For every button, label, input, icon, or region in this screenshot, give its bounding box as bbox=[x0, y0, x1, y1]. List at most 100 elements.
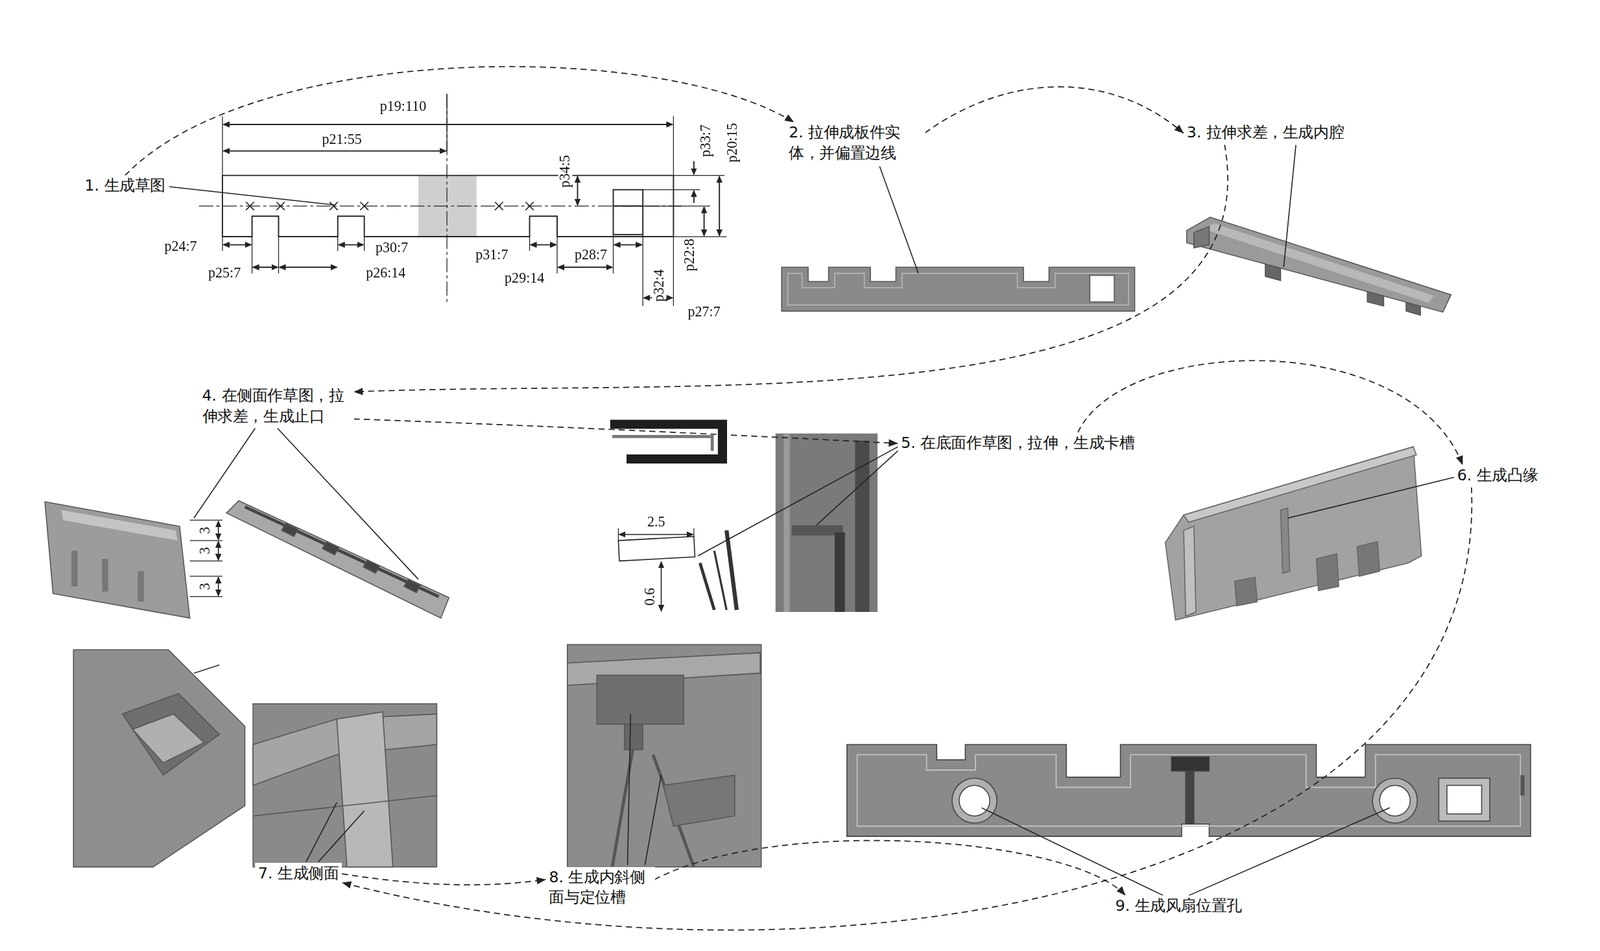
spigot-solid bbox=[190, 520, 223, 597]
flow-arrow bbox=[654, 841, 1126, 897]
sketch-drawing bbox=[642, 234, 674, 307]
flow-arrow bbox=[125, 66, 795, 176]
plate-solid bbox=[788, 273, 1129, 306]
sketch-drawing bbox=[279, 266, 337, 268]
dimension-label: 3 bbox=[197, 582, 213, 592]
dimension-label: 2.5 bbox=[645, 515, 667, 530]
fan-hole-part bbox=[857, 754, 1521, 827]
spigot-solid bbox=[101, 559, 108, 592]
dimension-label: p27:7 bbox=[686, 304, 722, 320]
spigot-solid bbox=[137, 571, 144, 602]
slot-solid bbox=[834, 532, 846, 613]
sketch-drawing bbox=[223, 150, 447, 152]
fan-hole-part bbox=[847, 745, 1531, 838]
side-face-detail bbox=[336, 712, 394, 868]
fan-hole-part bbox=[959, 785, 990, 816]
dimension-label: p31:7 bbox=[474, 247, 510, 263]
plate-solid bbox=[781, 267, 1135, 312]
slot-solid bbox=[660, 562, 663, 612]
dimension-label: 3 bbox=[197, 546, 213, 556]
spigot-solid bbox=[44, 428, 449, 619]
sketch-drawing bbox=[642, 175, 727, 237]
plate-solid bbox=[781, 166, 1135, 311]
step-caption: 7. 生成侧面 bbox=[254, 863, 342, 886]
spigot-solid bbox=[322, 541, 339, 555]
dimension-label: 0.6 bbox=[642, 586, 657, 608]
sketch-drawing bbox=[530, 244, 556, 246]
fan-hole-part bbox=[847, 745, 1531, 897]
step-caption: 1. 生成草图 bbox=[81, 175, 169, 198]
side-face-detail bbox=[132, 714, 205, 764]
flange-solid bbox=[1183, 526, 1196, 617]
fan-hole-part bbox=[1520, 775, 1525, 796]
side-face-detail bbox=[73, 649, 245, 868]
dimension-label: p29:14 bbox=[503, 271, 546, 287]
slot-solid bbox=[619, 534, 693, 536]
fan-hole-part bbox=[1446, 785, 1482, 814]
slot-solid bbox=[699, 562, 715, 610]
cavity-solid bbox=[1283, 144, 1296, 268]
inner-slope-detail bbox=[627, 714, 662, 866]
spigot-solid bbox=[281, 523, 298, 537]
sketch-drawing bbox=[222, 94, 674, 176]
fan-hole-part bbox=[1185, 771, 1195, 825]
caption-text: 2. 拉伸成板件实 体，并偏置边线 bbox=[788, 123, 901, 162]
slot-solid bbox=[612, 436, 713, 451]
spigot-solid bbox=[245, 507, 440, 597]
caption-text: 1. 生成草图 bbox=[84, 176, 166, 195]
plate-solid bbox=[879, 166, 919, 274]
cavity-solid bbox=[1186, 217, 1451, 312]
dimension-label: p33:7 bbox=[699, 123, 714, 158]
slot-solid bbox=[775, 433, 878, 613]
inner-slope-detail bbox=[624, 724, 643, 750]
slot-solid bbox=[610, 424, 723, 460]
flow-arrow bbox=[341, 874, 547, 886]
cavity-solid bbox=[1194, 226, 1210, 248]
dimension-label: p26:14 bbox=[365, 266, 407, 281]
flange-solid bbox=[1316, 553, 1340, 591]
inner-slope-detail bbox=[663, 775, 735, 827]
flange-solid bbox=[1183, 446, 1417, 523]
sketch-drawing bbox=[613, 190, 644, 235]
sketch-drawing bbox=[558, 266, 613, 268]
cavity-solid bbox=[1201, 223, 1434, 304]
sketch-drawing bbox=[222, 234, 614, 274]
flow-arrow bbox=[353, 418, 898, 444]
spigot-solid bbox=[217, 577, 220, 597]
sketch-drawing bbox=[577, 176, 579, 205]
step-caption: 5. 在底面作草图，拉伸，生成卡槽 bbox=[898, 432, 1139, 455]
slot-solid bbox=[610, 424, 899, 613]
fan-hole-part bbox=[1379, 785, 1410, 816]
dimension-label: p20:15 bbox=[725, 121, 741, 164]
sketch-drawing bbox=[338, 244, 364, 246]
sketch-drawing bbox=[693, 161, 695, 175]
spigot-solid bbox=[217, 521, 220, 540]
sketch-drawing bbox=[703, 206, 705, 236]
slot-solid bbox=[714, 551, 727, 611]
spigot-solid bbox=[60, 510, 178, 541]
sketch-drawing bbox=[169, 94, 727, 307]
plate-solid bbox=[1089, 275, 1115, 303]
dimension-label: p34:5 bbox=[558, 154, 573, 189]
slot-solid bbox=[618, 528, 694, 541]
cavity-solid bbox=[1367, 291, 1384, 307]
flange-solid bbox=[1165, 446, 1422, 621]
dimension-label: p25:7 bbox=[206, 266, 242, 281]
step-caption: 9. 生成风扇位置孔 bbox=[1112, 895, 1246, 918]
caption-text: 9. 生成风扇位置孔 bbox=[1115, 896, 1242, 916]
flange-solid bbox=[1288, 477, 1455, 519]
flange-solid bbox=[1357, 541, 1381, 576]
fan-hole-part bbox=[981, 808, 1390, 896]
dimension-label: p30:7 bbox=[374, 240, 410, 255]
cavity-solid bbox=[1265, 263, 1281, 281]
caption-text: 8. 生成内斜侧 面与定位槽 bbox=[548, 868, 645, 907]
dimension-label: p28:7 bbox=[573, 247, 608, 263]
dimension-label: p24:7 bbox=[163, 239, 198, 255]
flange-solid bbox=[1234, 577, 1258, 607]
sketch-drawing bbox=[693, 190, 695, 203]
side-face-detail bbox=[252, 795, 437, 816]
sketch-drawing bbox=[245, 202, 534, 211]
fan-hole-part bbox=[1372, 778, 1418, 824]
sketch-drawing bbox=[252, 266, 278, 268]
slot-solid bbox=[726, 530, 737, 611]
